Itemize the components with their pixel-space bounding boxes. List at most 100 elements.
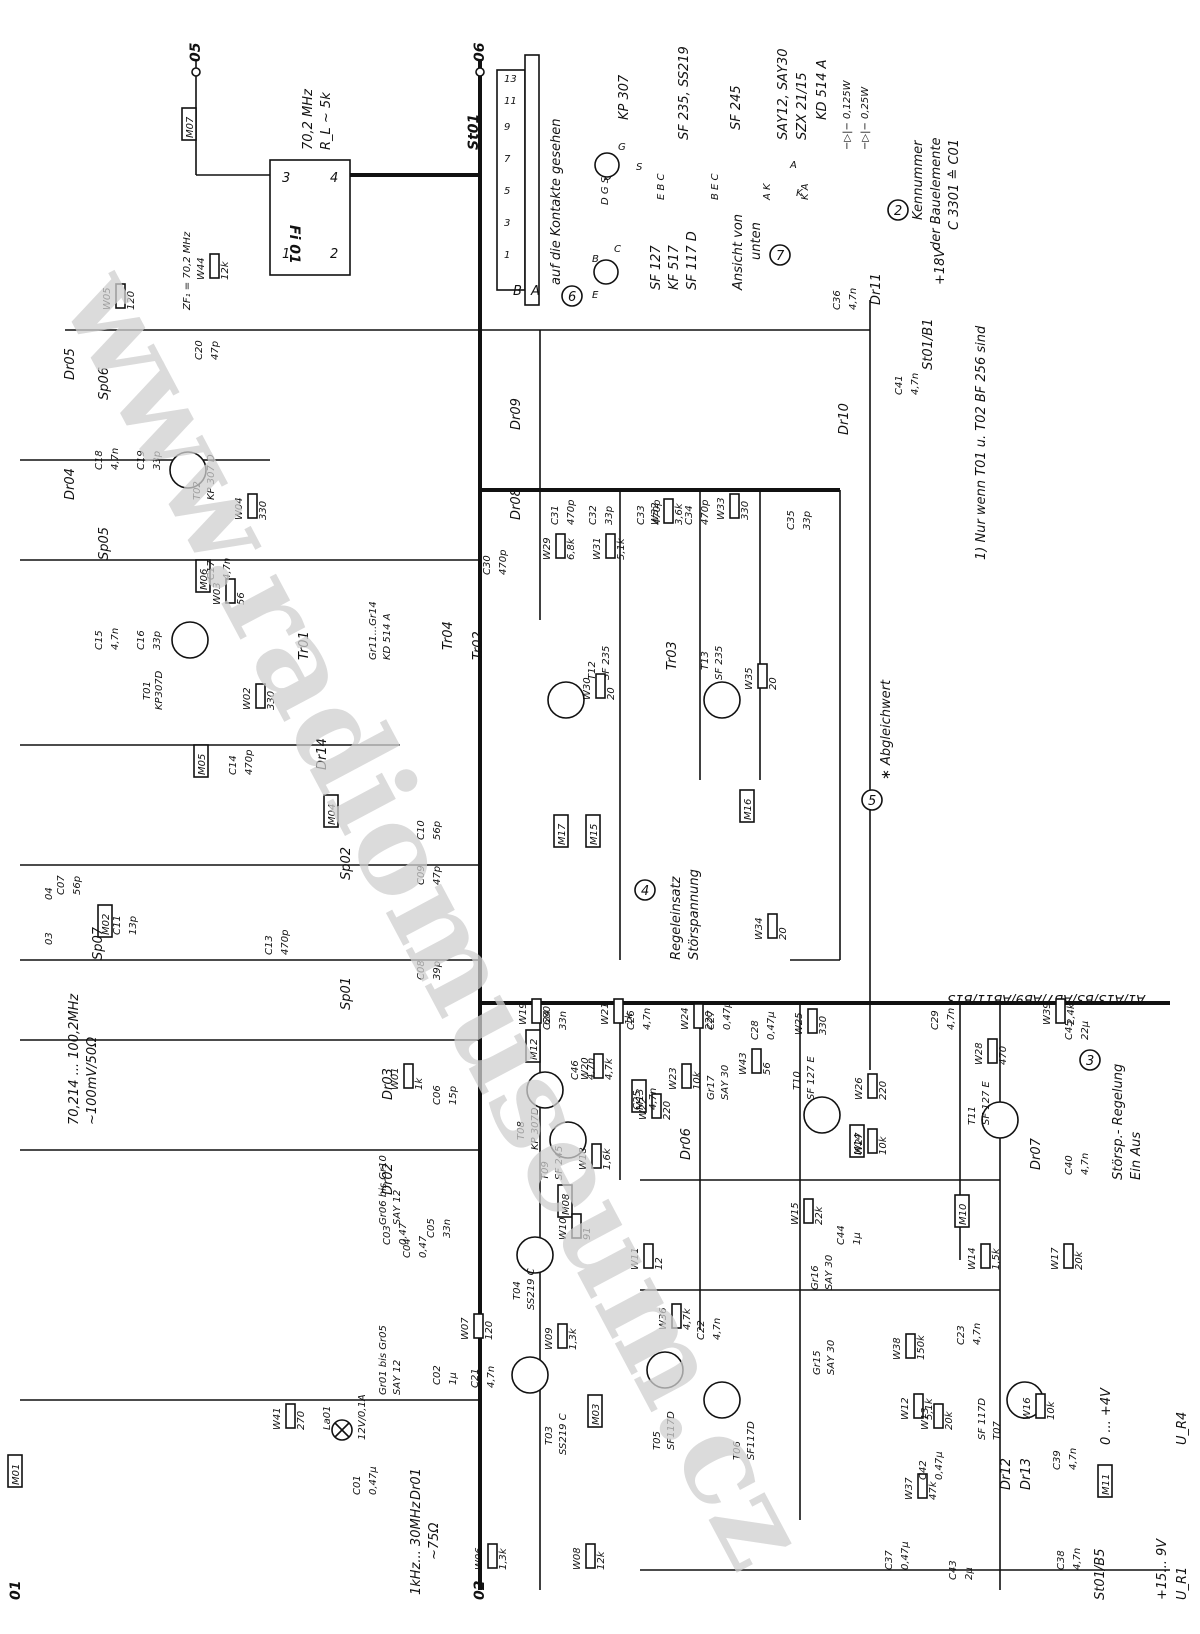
legend-device: SF 127 — [649, 245, 664, 290]
measure-point-m16: M16 — [739, 789, 755, 823]
resistor-label: W19 — [518, 1002, 529, 1025]
svg-text:T13: T13 — [700, 651, 711, 670]
measure-point-m13: M13 — [631, 1079, 647, 1113]
resistor-value: 20 — [778, 927, 789, 940]
capacitor-label: C23 — [956, 1325, 967, 1345]
pin-label: E — [592, 290, 599, 301]
resistor-value: 56 — [762, 1062, 773, 1075]
note-number: 5 — [868, 794, 876, 809]
legend-pins: B E C — [710, 173, 721, 200]
input-rf-level: ~100mV/50Ω — [85, 1037, 100, 1125]
svg-text:SF117D: SF117D — [666, 1411, 677, 1450]
measure-point-m02: M02 — [97, 904, 113, 938]
resistor-label: W24 — [680, 1007, 691, 1030]
diode-label: Gr06 bis Gr10 — [378, 1155, 389, 1225]
resistor-label: W38 — [892, 1337, 903, 1360]
measure-points: M01 M02 M03 M04 M05 M06 M07 M08 M10 M11 … — [7, 107, 1113, 1498]
resistor-label: W02 — [242, 687, 253, 710]
resistor-w29 — [555, 533, 566, 559]
inductor-label: Dr04 — [63, 468, 78, 500]
stoersp-ein-aus: Ein Aus — [1129, 1132, 1144, 1180]
note-circle — [769, 244, 791, 266]
measure-point-m15: M15 — [585, 814, 601, 848]
svg-text:M07: M07 — [185, 116, 196, 138]
resistor-value: 47k — [928, 1480, 939, 1500]
measure-point-m12: M12 — [525, 1029, 541, 1063]
resistor-label: W23 — [668, 1067, 679, 1090]
svg-text:T12: T12 — [587, 661, 598, 680]
pin-label: B — [592, 254, 599, 265]
resistor-w39 — [1055, 998, 1066, 1024]
legend-device: SF 117 D — [685, 231, 700, 290]
capacitor-value: 4,7n — [648, 1088, 659, 1110]
output-load: R_L ~ 5k — [319, 92, 334, 150]
label-st01-b5: St01/B5 — [1093, 1549, 1108, 1600]
resistor-label: W33 — [716, 497, 727, 520]
resistor-value: 330 — [266, 691, 277, 710]
resistor-value: 330 — [740, 501, 751, 520]
measure-point-m11: M11 — [1097, 1464, 1113, 1498]
capacitor-label: C24 — [542, 1010, 553, 1030]
coil-label: Sp05 — [97, 527, 112, 560]
resistor-w04 — [247, 493, 258, 519]
svg-text:M01: M01 — [11, 1464, 22, 1485]
stoersp-regelung: Störsp.- Regelung — [1111, 1064, 1126, 1180]
coil-label: Tr03 — [665, 641, 680, 670]
resistor-w31 — [605, 533, 616, 559]
resistor-w24 — [693, 1003, 704, 1029]
resistor-label: W13 — [920, 1407, 931, 1430]
capacitor-value: 4,7n — [1072, 1548, 1083, 1570]
resistor-value: 1,3k — [568, 1327, 579, 1350]
filter-pin-4: 4 — [330, 171, 338, 186]
capacitor-value: 47p — [210, 341, 221, 360]
svg-text:SS219 C: SS219 C — [526, 1268, 537, 1310]
connector-st01: B A 1 3 5 7 9 11 13 St01 auf die Kontakt… — [466, 54, 564, 306]
kennummer-note: Kennummer der Bauelemente C 3301 ≙ C01 — [911, 138, 962, 250]
capacitor-label: C40 — [1064, 1155, 1075, 1175]
connector-pin: 3 — [504, 218, 510, 229]
pin-label: K — [796, 188, 804, 199]
inductor-label: Dr09 — [509, 398, 524, 430]
capacitor-label: C10 — [416, 820, 427, 840]
resistor-label: W10 — [558, 1217, 569, 1240]
resistor-w14 — [980, 1243, 991, 1269]
capacitor-value: 4,7n — [222, 558, 233, 580]
svg-text:SF 127 E: SF 127 E — [981, 1080, 992, 1125]
resistor-value: 270 — [296, 1411, 307, 1430]
resistor-value: 4,7k — [682, 1307, 693, 1330]
note-number: 3 — [1086, 1054, 1094, 1069]
resistor-value: 12 — [654, 1257, 665, 1270]
capacitor-label: C33 — [636, 505, 647, 525]
supply-positive: +15... 9V — [1155, 1538, 1170, 1600]
legend-device: KP 307 — [617, 74, 632, 120]
diode-label: Gr15 — [812, 1350, 823, 1375]
diode-label: Gr11...Gr14 — [368, 601, 379, 660]
resistor-label: W08 — [572, 1547, 583, 1570]
regeleinsatz: Regeleinsatz — [669, 875, 684, 960]
capacitor-label: C26 — [626, 1010, 637, 1030]
capacitor-value: 4,7n — [910, 373, 921, 395]
resistor-value: 120 — [126, 291, 137, 310]
capacitor-value: 0,47 — [418, 1235, 429, 1258]
sf127-pinout-icon — [593, 259, 619, 285]
capacitor-label: C07 — [56, 875, 67, 895]
coil-label: Tr04 — [441, 621, 456, 650]
capacitor-label: C22 — [696, 1320, 707, 1340]
resistor-value: 680 — [542, 1006, 553, 1025]
coil-label: Sp02 — [339, 847, 354, 880]
inputs: 70,214 ... 100,2MHz ~100mV/50Ω 1kHz... 3… — [8, 887, 488, 1600]
resistor-value: 91 — [582, 1227, 593, 1240]
capacitor-label: C19 — [136, 450, 147, 470]
resistor-w26 — [867, 1073, 878, 1099]
connector-pin: 5 — [504, 186, 510, 197]
svg-text:KP 307 D: KP 307 D — [206, 454, 217, 500]
bus-label: A1/A13/B3/AB7/AB9/AB11/B13 — [947, 991, 1146, 1006]
resistor-w37 — [917, 1473, 928, 1499]
kennummer-line-3: C 3301 ≙ C01 — [947, 139, 962, 230]
kp307-pinout-icon — [594, 152, 620, 178]
connector-pin: 9 — [504, 122, 510, 133]
